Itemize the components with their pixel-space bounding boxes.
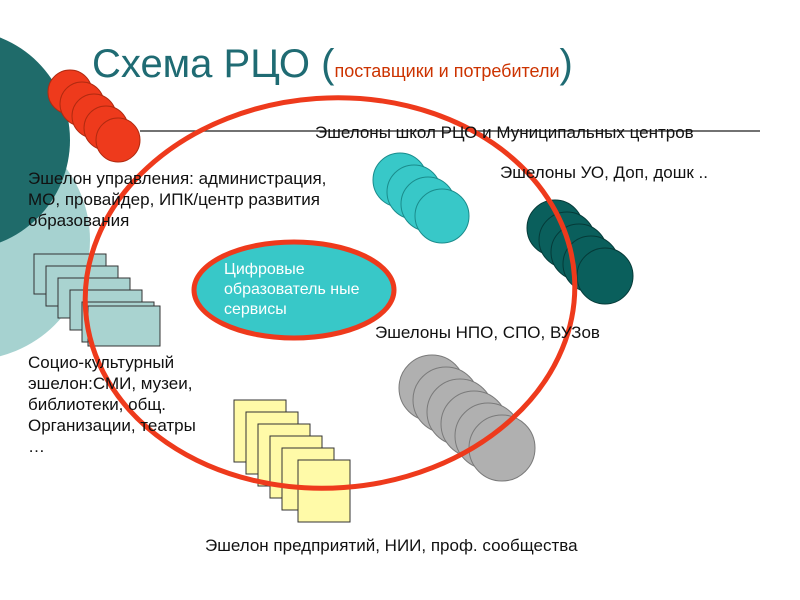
title-main: Схема РЦО ( [92,42,335,86]
center-label: Цифровые образователь ные сервисы [224,261,360,318]
label-enterprises: Эшелон предприятий, НИИ, проф. сообществ… [205,536,578,555]
title-close-paren: ) [559,42,573,86]
cyan-circle-stack [372,152,470,244]
label-management: Эшелон управления: администрация, МО, пр… [28,169,327,230]
label-schools: Эшелоны школ РЦО и Муниципальных центров [315,123,694,142]
outer-red-ellipse [82,95,578,491]
center-ellipse [191,239,397,341]
title-subtitle: поставщики и потребители [334,61,560,81]
teal-circle-stack [526,199,634,305]
label-socio: Социо-культурный эшелон:СМИ, музеи, библ… [28,353,196,456]
red-circle-stack [47,69,141,163]
teal-rect-stack [33,253,161,347]
label-npo: Эшелоны НПО, СПО, ВУЗов [375,323,600,342]
gray-circle-stack [398,354,536,482]
yellow-rect-stack [233,399,351,523]
label-uo: Эшелоны УО, Доп, дошк .. [500,163,708,182]
page-title: Схема РЦО (поставщики и потребители) [92,42,573,87]
